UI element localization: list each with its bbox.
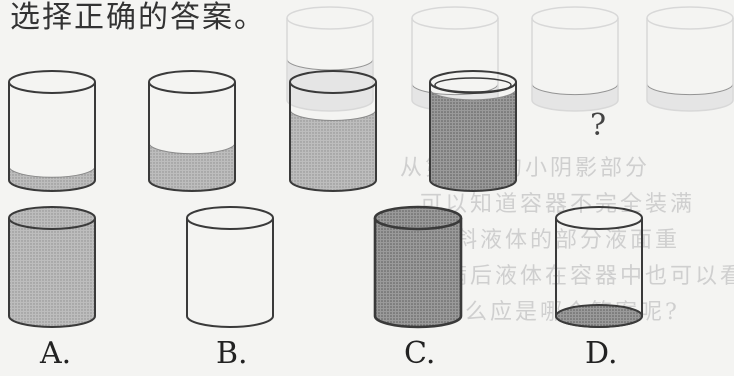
liquid-fill bbox=[149, 142, 235, 191]
liquid-fill bbox=[9, 218, 95, 327]
cylinder-bottom bbox=[8, 315, 96, 328]
cylinder-rim bbox=[289, 70, 377, 94]
liquid-top bbox=[9, 207, 95, 229]
liquid-surface bbox=[429, 88, 517, 101]
cylinder-rim bbox=[555, 206, 643, 230]
cylinder-base bbox=[555, 304, 643, 328]
option-cylinder-a bbox=[8, 206, 96, 328]
cylinder-rim bbox=[646, 6, 734, 30]
cylinder-rim bbox=[531, 6, 619, 30]
liquid-fill bbox=[647, 83, 733, 111]
liquid-surface bbox=[531, 83, 619, 96]
instruction-text: 选择正确的答案。 bbox=[10, 0, 266, 35]
cylinder-bottom bbox=[186, 315, 274, 328]
option-cylinder-d bbox=[555, 206, 643, 328]
cylinder-rim bbox=[186, 206, 274, 230]
option-label-c[interactable]: C. bbox=[404, 336, 436, 371]
liquid-fill bbox=[9, 166, 95, 191]
sequence-cylinder-3 bbox=[289, 70, 377, 192]
sequence-cylinder-2 bbox=[148, 70, 236, 192]
faint-text-line-2: 可以知道容器不完全装满 bbox=[420, 192, 696, 217]
liquid-fill bbox=[430, 88, 516, 191]
cylinder-bottom bbox=[148, 179, 236, 192]
sequence-row bbox=[8, 70, 517, 192]
cylinder-rim bbox=[148, 70, 236, 94]
cylinder-bottom bbox=[373, 315, 463, 329]
liquid-surface bbox=[411, 83, 499, 96]
faint-cylinder-4 bbox=[646, 6, 734, 112]
cylinder-rim bbox=[286, 6, 374, 30]
faint-text-line-4: 装满后液体在容器中也可以看到 bbox=[420, 264, 734, 289]
sequence-cylinder-4 bbox=[429, 70, 517, 192]
cylinder-rim bbox=[8, 206, 96, 230]
cylinder-bottom bbox=[286, 99, 374, 112]
faint-text-line-3: 倾斜液体的部分液面重 bbox=[430, 222, 680, 254]
cylinder-bottom bbox=[531, 99, 619, 112]
option-cylinder-c bbox=[373, 205, 463, 329]
option-label-d[interactable]: D. bbox=[585, 336, 618, 371]
liquid-fill bbox=[290, 109, 376, 191]
cylinder-inner-rim bbox=[434, 77, 512, 93]
cylinder-bottom bbox=[646, 99, 734, 112]
cylinder-rim bbox=[411, 6, 499, 30]
cylinder-rim bbox=[373, 205, 463, 231]
liquid-top bbox=[375, 207, 461, 229]
option-label-a[interactable]: A. bbox=[40, 336, 72, 371]
option-label-b[interactable]: B. bbox=[216, 336, 248, 371]
liquid-surface bbox=[8, 166, 96, 178]
cylinder-bottom bbox=[8, 179, 96, 192]
liquid-surface bbox=[646, 83, 734, 96]
options-row bbox=[8, 205, 643, 329]
liquid-surface bbox=[148, 142, 236, 155]
faint-cylinder-2 bbox=[411, 6, 499, 112]
faint-cylinder-1 bbox=[286, 6, 374, 112]
faint-cylinder-3 bbox=[531, 6, 619, 112]
liquid-fill bbox=[532, 83, 618, 111]
cylinder-bottom bbox=[429, 179, 517, 192]
liquid-surface bbox=[289, 109, 377, 121]
cylinder-rim bbox=[8, 70, 96, 94]
liquid-fill bbox=[375, 218, 461, 327]
option-cylinder-b bbox=[186, 206, 274, 328]
sequence-cylinder-1 bbox=[8, 70, 96, 192]
question-mark: ? bbox=[590, 108, 607, 143]
cylinder-rim bbox=[429, 70, 517, 94]
cylinder-bottom bbox=[289, 179, 377, 192]
liquid-surface bbox=[286, 58, 374, 71]
